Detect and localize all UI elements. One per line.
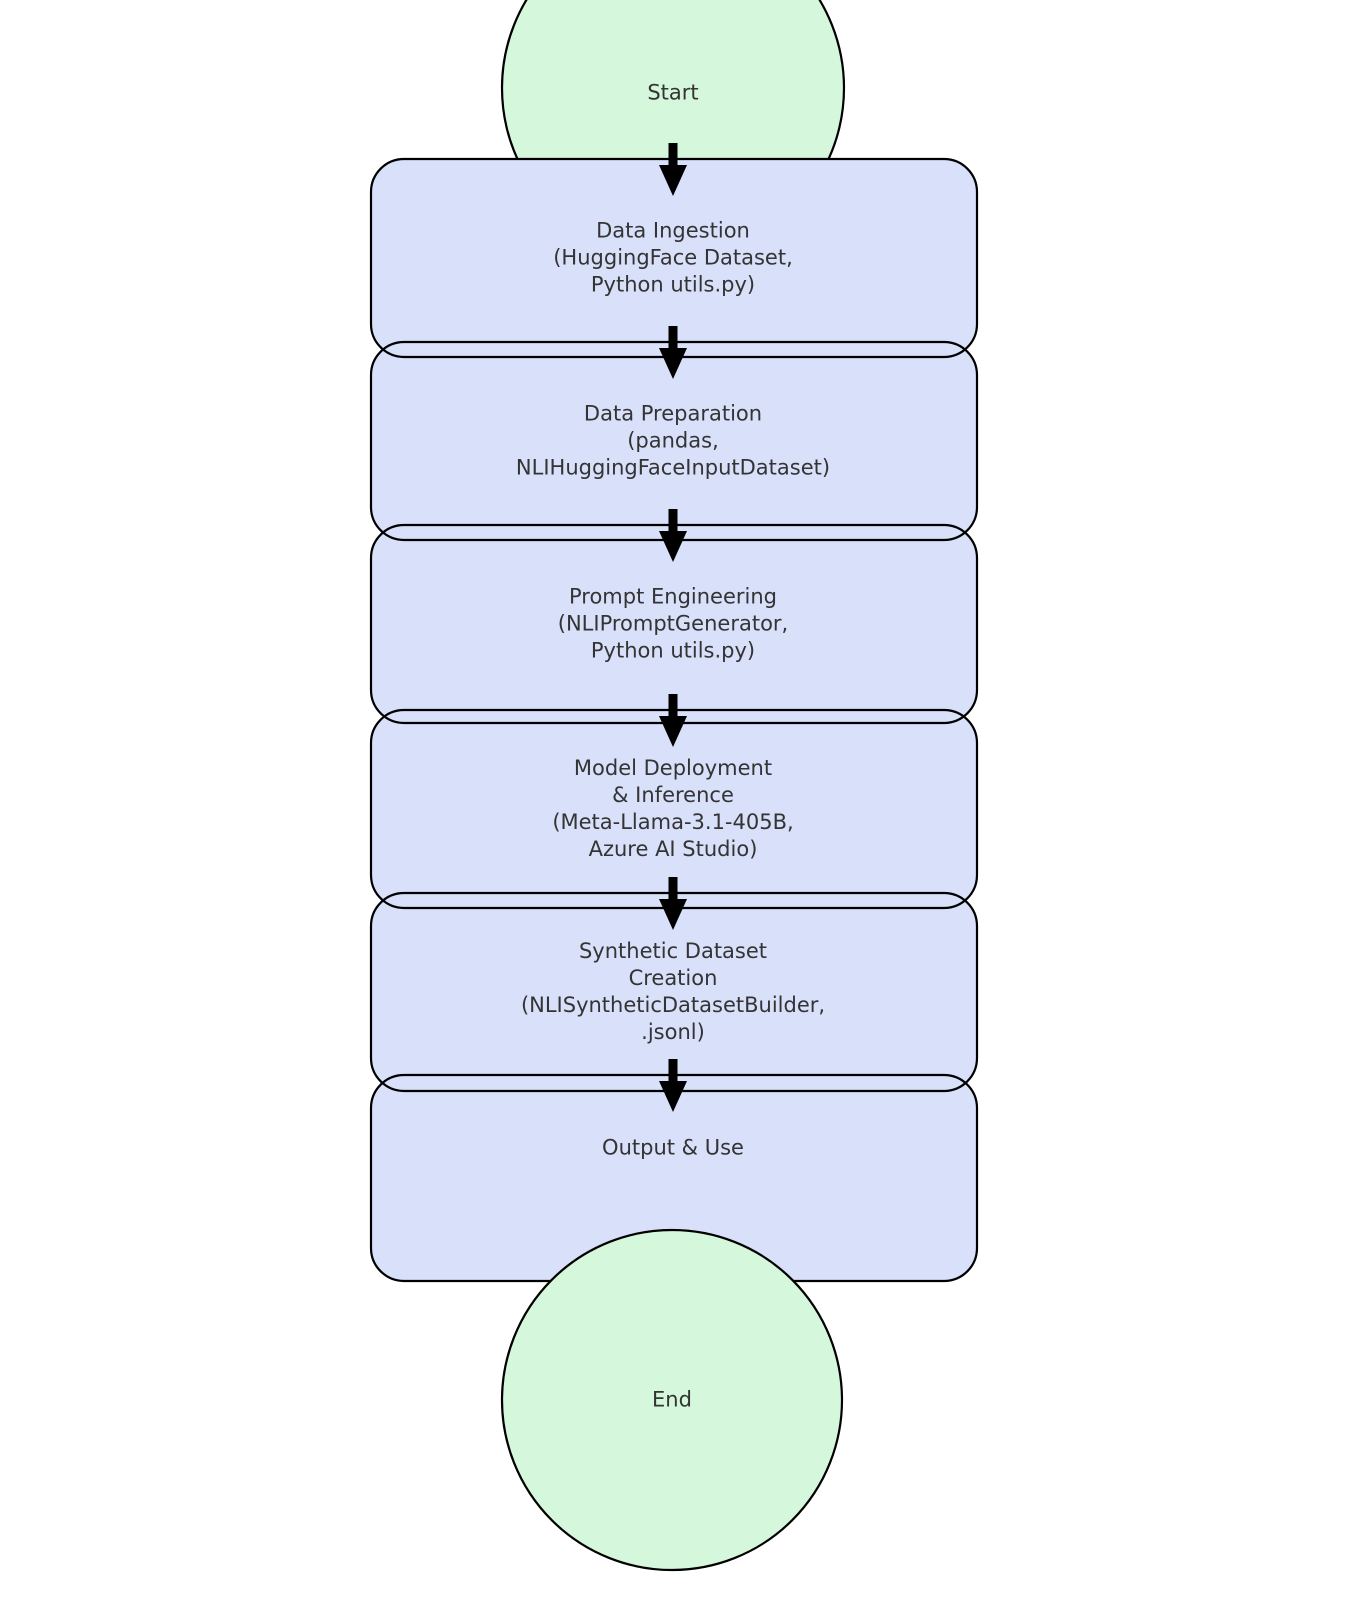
process-box-fill-6 [371, 1075, 977, 1281]
end-node [500, 1228, 844, 1572]
process-box-fill-2 [371, 342, 977, 540]
arrow-down-2 [659, 326, 687, 379]
process-box-fill-3 [371, 525, 977, 723]
process-box-fill-1 [371, 159, 977, 357]
process-box-fill-4 [371, 710, 977, 908]
arrow-down-1 [659, 143, 687, 196]
arrow-down-3 [659, 509, 687, 562]
arrow-down-6 [659, 1059, 687, 1112]
arrow-down-5 [659, 877, 687, 930]
process-box-fill-5 [371, 893, 977, 1091]
arrow-down-4 [659, 694, 687, 747]
